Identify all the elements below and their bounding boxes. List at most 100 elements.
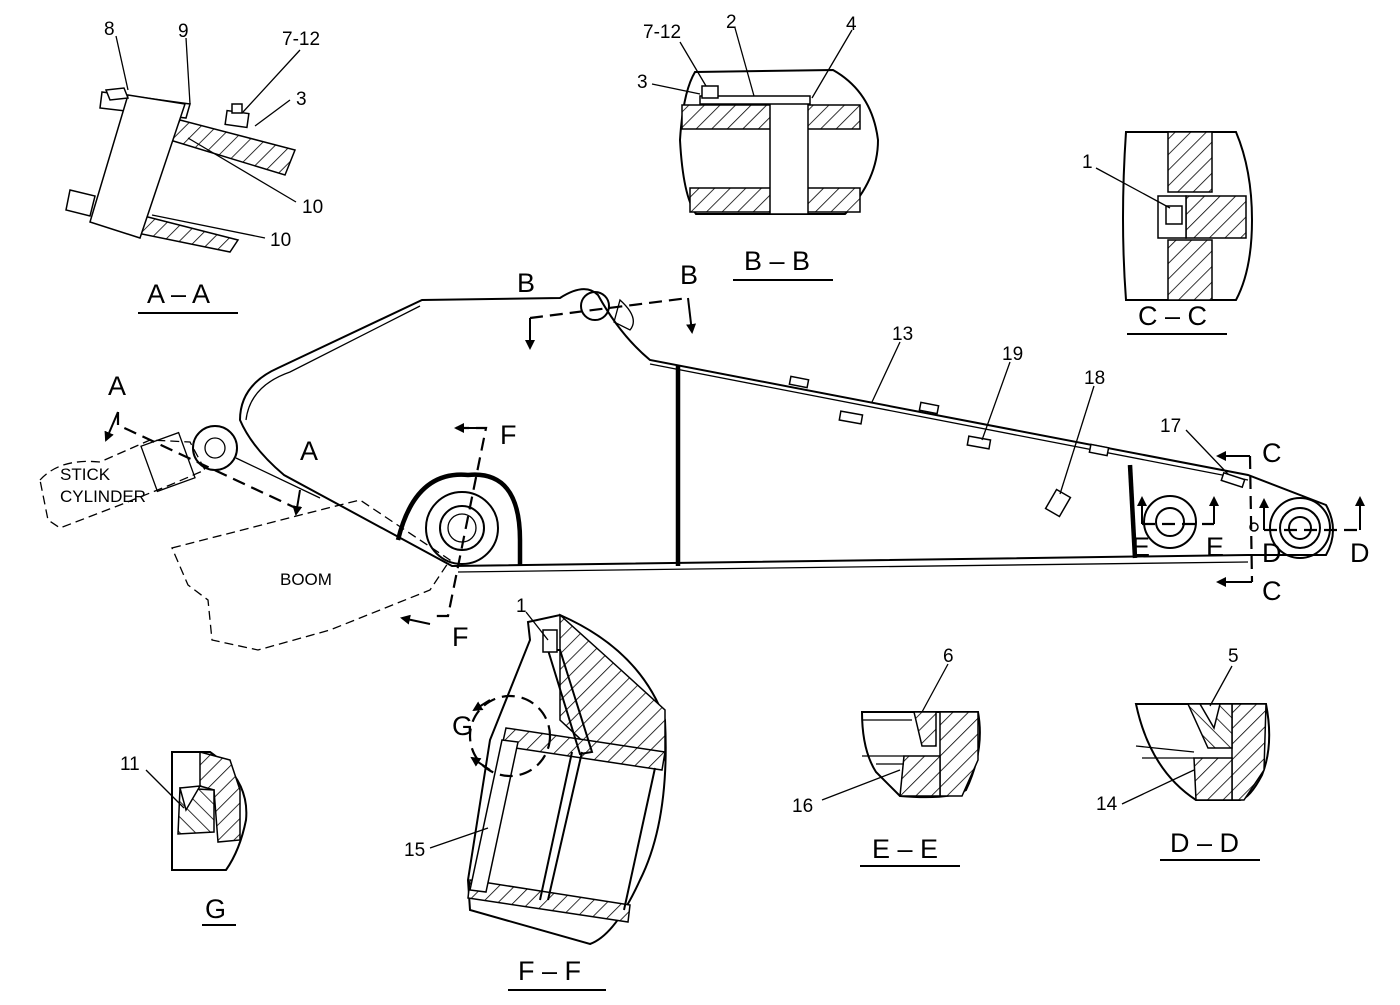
stick-cylinder-pivot	[192, 425, 238, 471]
callout-17: 17	[1160, 416, 1181, 437]
upper-link-pivot	[580, 291, 610, 321]
section-title-f-f: F – F	[518, 956, 581, 986]
callout-19: 19	[1002, 344, 1023, 365]
letter-c: C	[1262, 438, 1282, 468]
top-pad	[918, 401, 940, 415]
callout-1: 1	[1082, 152, 1093, 173]
callout-2: 2	[726, 12, 737, 33]
aa-pin-body	[89, 94, 186, 239]
section-a-a: 8 9 7-12 3 10 10 A – A	[65, 19, 323, 314]
boom-pivot-boss	[395, 472, 523, 565]
letter-a: A	[108, 371, 126, 401]
section-line-f	[432, 426, 488, 618]
callout-7-12: 7-12	[643, 22, 681, 43]
aa-upper-plate	[168, 119, 297, 176]
callout-10: 10	[302, 197, 323, 218]
stick-body	[238, 288, 1334, 568]
letter-b: B	[517, 268, 535, 298]
section-line-c	[1248, 455, 1254, 583]
ee-seal	[913, 711, 937, 747]
section-title-b-b: B – B	[744, 246, 810, 276]
cc-breakout-outline	[1122, 131, 1254, 301]
ff-breakout-outline	[466, 613, 667, 946]
bb-bolt	[701, 85, 719, 99]
section-d-d: 5 14 D – D	[1096, 646, 1271, 861]
e-bore-outer	[1143, 495, 1197, 549]
cc-lower-web	[1167, 239, 1213, 301]
aa-lower-lug	[65, 189, 96, 217]
section-c-c: 1 C – C	[1082, 131, 1254, 335]
letter-d: D	[1262, 538, 1282, 568]
callout-11: 11	[120, 754, 140, 775]
section-title-c-c: C – C	[1138, 301, 1207, 331]
g-weld-root	[179, 785, 202, 812]
section-title-g: G	[205, 894, 226, 924]
dd-lower-plate	[1193, 757, 1233, 801]
letter-e: E	[1132, 532, 1150, 562]
boom-pivot-outer	[425, 491, 499, 565]
ff-detail-g-circle	[468, 694, 552, 778]
callout-9: 9	[178, 21, 189, 42]
cc-grease-fitting	[1165, 205, 1183, 225]
plate-19	[966, 435, 992, 450]
plate-17	[1220, 471, 1246, 489]
letter-g: G	[452, 711, 473, 741]
bb-retainer-plate	[699, 95, 811, 105]
stick-cylinder-label-2: CYLINDER	[60, 487, 146, 506]
g-wall	[199, 751, 241, 843]
section-f-f: 1 15 G F – F	[404, 596, 667, 991]
callout-7-12: 7-12	[282, 29, 320, 50]
boom-label: BOOM	[280, 570, 332, 589]
aa-washer	[104, 87, 130, 101]
letter-f: F	[500, 420, 517, 450]
main-stick-view: A A B B F F C C E E D D STICK CYLINDER B…	[39, 260, 1370, 652]
callout-4: 4	[846, 14, 857, 35]
ff-bottom-plate	[467, 879, 631, 923]
callout-14: 14	[1096, 794, 1118, 815]
callout-13: 13	[892, 324, 913, 345]
letter-a: A	[300, 436, 318, 466]
callout-6: 6	[943, 646, 954, 667]
callout-16: 16	[792, 796, 813, 817]
section-title-d-d: D – D	[1170, 828, 1239, 858]
stick-end-bulkhead	[1127, 464, 1138, 559]
section-title-a-a: A – A	[147, 279, 210, 309]
ee-lower-plate	[899, 755, 941, 797]
boom-phantom	[171, 499, 451, 651]
section-title-e-e: E – E	[872, 834, 938, 864]
dd-boss	[1231, 703, 1267, 801]
letter-e: E	[1206, 532, 1224, 562]
ff-grease-fitting	[542, 629, 558, 653]
aa-bolt-tip	[231, 103, 243, 114]
ff-top-wall	[559, 613, 666, 761]
callout-3: 3	[296, 89, 307, 110]
d-bore-inner	[1288, 516, 1312, 540]
plate-19	[838, 410, 864, 425]
dd-seal-groove	[1198, 703, 1221, 730]
d-bore-mid	[1279, 507, 1321, 549]
section-line-a	[116, 412, 301, 511]
section-b-b: 7-12 3 2 4 B – B	[637, 12, 880, 281]
aa-lower-plate	[130, 214, 240, 253]
callout-3: 3	[637, 72, 648, 93]
top-pad	[788, 375, 810, 389]
d-bore-outer	[1269, 497, 1331, 559]
letter-f: F	[452, 622, 469, 652]
ee-boss	[939, 711, 979, 797]
section-e-e: 6 16 E – E	[792, 646, 981, 867]
callout-8: 8	[104, 19, 115, 40]
callout-10b: 10	[270, 230, 291, 251]
cc-upper-web	[1167, 131, 1213, 193]
callout-18: 18	[1084, 368, 1105, 389]
detail-g: 11 G	[120, 751, 248, 926]
letter-d: D	[1350, 538, 1370, 568]
callout-5: 5	[1228, 646, 1239, 667]
stick-cylinder-label: STICK	[60, 465, 111, 484]
plate-18	[1044, 488, 1072, 518]
cc-boss	[1185, 195, 1247, 239]
bb-pin	[769, 97, 809, 215]
stick-cylinder-phantom	[39, 439, 206, 529]
letter-b: B	[680, 260, 698, 290]
